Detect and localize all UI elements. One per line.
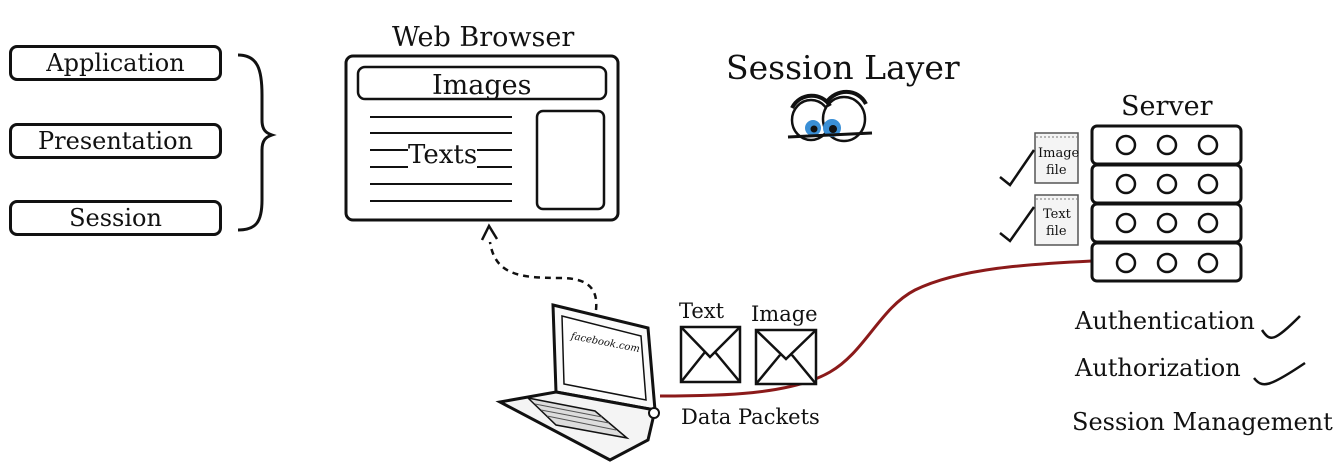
text-file-label-line1: Text xyxy=(1043,207,1071,222)
text-file-label-line2: file xyxy=(1046,224,1067,239)
envelope-icon-text xyxy=(679,325,742,384)
text-file-icon xyxy=(1034,194,1079,246)
server-title: Server xyxy=(1121,91,1213,122)
laptop-icon xyxy=(495,303,660,462)
arrow-head xyxy=(480,223,499,241)
image-file-label-line2: file xyxy=(1046,163,1067,178)
layer-application: Application xyxy=(9,45,222,81)
function-session-management: Session Management xyxy=(1072,408,1333,436)
browser-title: Web Browser xyxy=(392,22,575,53)
packet-image-label: Image xyxy=(751,302,818,326)
check-icon-image-file xyxy=(999,149,1036,187)
browser-images-bar xyxy=(356,65,608,101)
image-file-icon xyxy=(1034,132,1079,184)
data-packets-caption: Data Packets xyxy=(681,405,820,429)
layer-presentation: Presentation xyxy=(9,123,222,159)
session-layer-title: Session Layer xyxy=(726,48,960,87)
function-authorization: Authorization xyxy=(1075,354,1241,382)
dashed-arrow xyxy=(488,241,598,311)
browser-side-panel xyxy=(535,109,606,211)
eyes-icon xyxy=(787,89,873,143)
packet-text-label: Text xyxy=(679,299,725,323)
browser-images-label: Images xyxy=(432,70,532,101)
network-cable xyxy=(659,259,1093,398)
server-lights xyxy=(1115,134,1219,274)
check-icon-text-file xyxy=(999,206,1036,243)
check-icon-authentication xyxy=(1260,315,1301,339)
browser-texts-label: Texts xyxy=(408,140,478,170)
layer-application-label: Application xyxy=(46,49,185,77)
function-authentication: Authentication xyxy=(1075,307,1255,335)
layer-session-label: Session xyxy=(69,204,162,232)
image-file-label-line1: Image xyxy=(1038,146,1080,161)
layer-session: Session xyxy=(9,200,222,236)
envelope-icon-image xyxy=(754,328,818,386)
check-icon-authorization xyxy=(1253,361,1306,386)
brace xyxy=(237,53,277,232)
layer-presentation-label: Presentation xyxy=(38,127,193,155)
